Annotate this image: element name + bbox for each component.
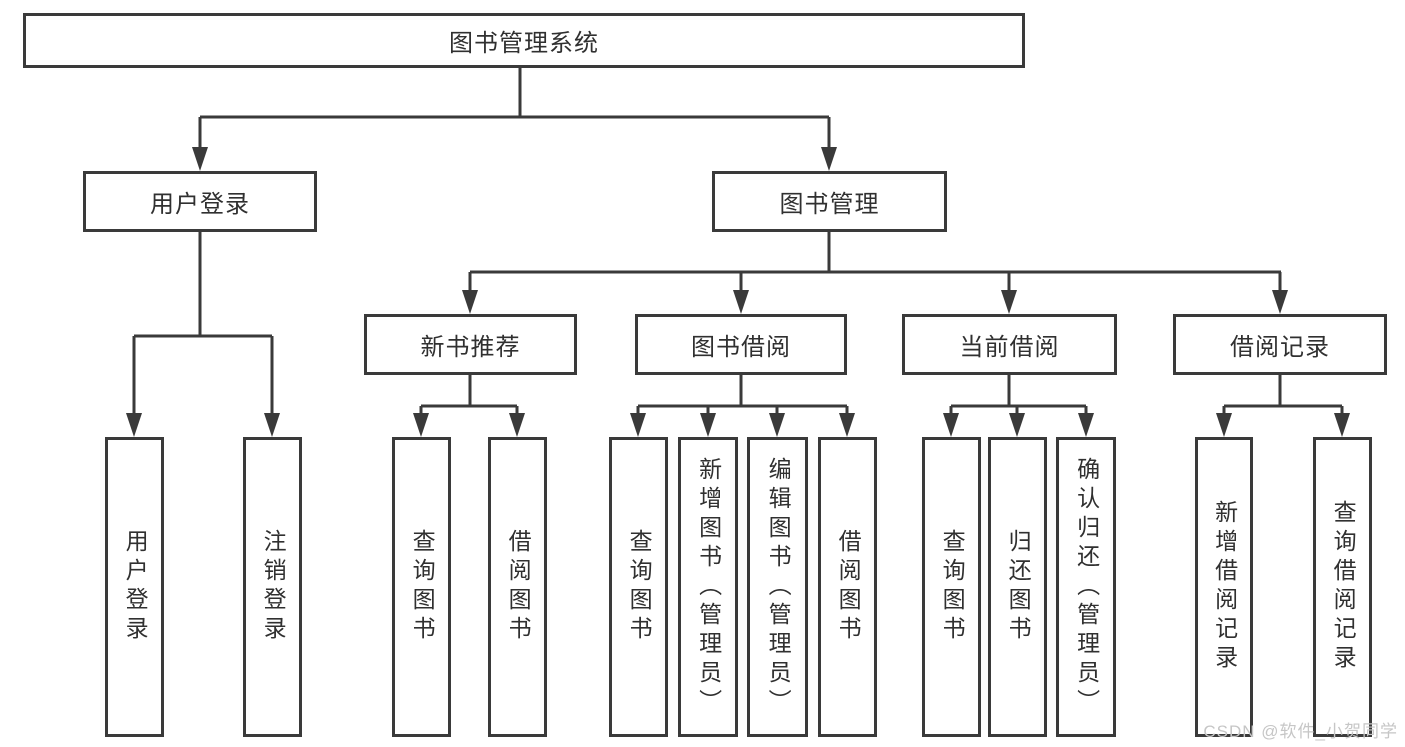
leaf-edit-book-admin: 编辑图书（管理员） — [747, 437, 808, 737]
leaf-logout: 注销登录 — [243, 437, 302, 737]
leaf-query-borrow-record: 查询借阅记录 — [1313, 437, 1372, 737]
node-current-borrow: 当前借阅 — [902, 314, 1117, 375]
node-new-book-recommend-label: 新书推荐 — [420, 334, 521, 361]
leaf-query-borrow-record-label: 查询借阅记录 — [1330, 500, 1357, 674]
node-root-label: 图书管理系统 — [449, 30, 599, 57]
leaf-add-book-admin: 新增图书（管理员） — [678, 437, 738, 737]
leaf-confirm-return-admin: 确认归还（管理员） — [1056, 437, 1116, 737]
leaf-borrow-book-recommend-label: 借阅图书 — [505, 529, 532, 645]
node-root: 图书管理系统 — [23, 13, 1025, 68]
leaf-query-book-borrow-label: 查询图书 — [626, 529, 653, 645]
leaf-query-book-current-label: 查询图书 — [939, 529, 966, 645]
node-user-login: 用户登录 — [83, 171, 317, 232]
node-user-login-label: 用户登录 — [150, 191, 250, 218]
leaf-user-login-label: 用户登录 — [122, 529, 149, 645]
node-borrow-records: 借阅记录 — [1173, 314, 1387, 375]
csdn-watermark: CSDN @软件_小贺同学 — [1203, 722, 1398, 741]
leaf-query-book-recommend-label: 查询图书 — [409, 529, 436, 645]
leaf-query-book-current: 查询图书 — [922, 437, 981, 737]
node-book-borrow-label: 图书借阅 — [691, 334, 791, 361]
leaf-return-book: 归还图书 — [988, 437, 1047, 737]
node-borrow-records-label: 借阅记录 — [1230, 334, 1330, 361]
leaf-add-book-admin-label: 新增图书（管理员） — [695, 456, 722, 718]
node-current-borrow-label: 当前借阅 — [959, 334, 1060, 361]
node-book-borrow: 图书借阅 — [635, 314, 847, 375]
leaf-add-borrow-record-label: 新增借阅记录 — [1211, 500, 1238, 674]
leaf-user-login: 用户登录 — [105, 437, 164, 737]
node-book-management: 图书管理 — [712, 171, 947, 232]
leaf-query-book-borrow: 查询图书 — [609, 437, 668, 737]
node-book-management-label: 图书管理 — [779, 191, 880, 218]
leaf-edit-book-admin-label: 编辑图书（管理员） — [765, 456, 792, 718]
leaf-borrow-book-label: 借阅图书 — [835, 529, 862, 645]
leaf-borrow-book: 借阅图书 — [818, 437, 877, 737]
leaf-borrow-book-recommend: 借阅图书 — [488, 437, 547, 737]
leaf-logout-label: 注销登录 — [260, 529, 287, 645]
leaf-return-book-label: 归还图书 — [1005, 529, 1032, 645]
leaf-confirm-return-admin-label: 确认归还（管理员） — [1073, 456, 1100, 718]
leaf-add-borrow-record: 新增借阅记录 — [1195, 437, 1253, 737]
leaf-query-book-recommend: 查询图书 — [392, 437, 451, 737]
node-new-book-recommend: 新书推荐 — [364, 314, 577, 375]
